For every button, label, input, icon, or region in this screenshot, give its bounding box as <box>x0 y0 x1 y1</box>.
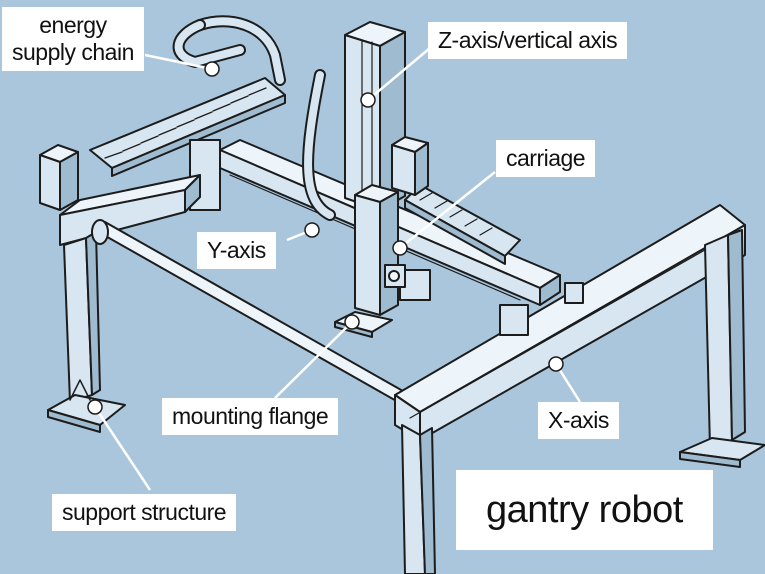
y-axis-marker <box>304 222 320 238</box>
z-axis-column <box>344 21 406 211</box>
z-axis-marker <box>360 92 376 108</box>
right-cable-tray <box>404 184 521 265</box>
energy-supply-chain-marker <box>204 61 220 77</box>
carriage-marker <box>392 240 408 256</box>
carriage-label: carriage <box>496 140 596 177</box>
front-support-leg <box>401 424 436 574</box>
x-axis-marker <box>548 356 564 372</box>
left-support-leg <box>47 231 126 433</box>
support-structure-label: support structure <box>52 494 237 531</box>
support-structure-marker <box>87 399 103 415</box>
right-support-leg <box>679 229 765 468</box>
tool-arm <box>354 184 406 316</box>
x-axis-label: X-axis <box>538 402 619 439</box>
energy-supply-chain-label: energy supply chain <box>2 7 144 71</box>
y-axis-label: Y-axis <box>197 232 276 269</box>
energy-supply-chain-tray <box>89 15 286 177</box>
diagram-title: gantry robot <box>456 470 713 550</box>
motor <box>391 136 429 196</box>
x-axis-carriage-bracket <box>499 282 584 336</box>
left-motor-block <box>39 144 79 211</box>
z-axis-label: Z-axis/vertical axis <box>428 22 628 59</box>
mounting-flange-label: mounting flange <box>162 398 339 435</box>
mounting-flange-marker <box>344 314 360 330</box>
callout-lines <box>93 47 582 491</box>
